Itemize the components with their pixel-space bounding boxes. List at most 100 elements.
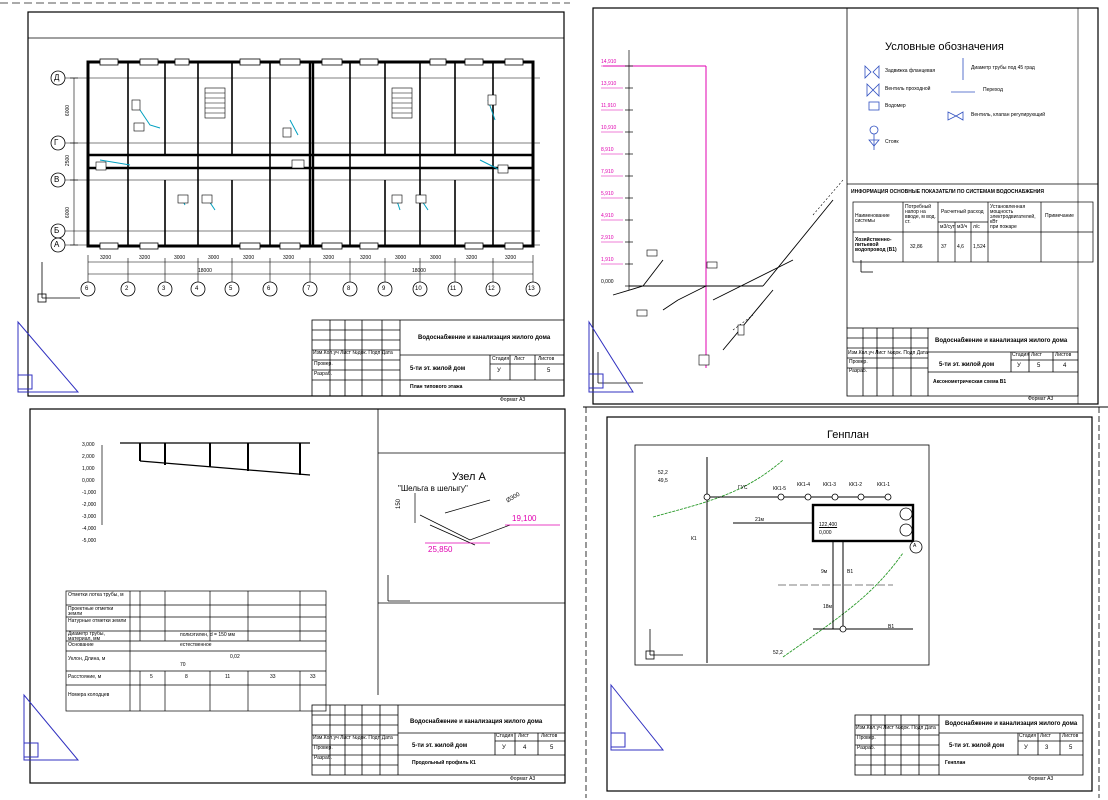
profile-distance: 33 <box>310 674 316 680</box>
plan-label: А <box>913 543 917 549</box>
dim-left: 6000 <box>65 104 72 117</box>
dim-bottom: 3200 <box>243 255 255 261</box>
info-header: Наименование системы <box>855 213 890 224</box>
sheet-floor-plan: Д Г В Б А 6 2 3 4 5 6 7 8 9 10 11 12 13 … <box>0 0 570 405</box>
level-mark: 10,910 <box>601 125 617 131</box>
floor-plan-drawing <box>0 2 570 397</box>
plan-label: В1 <box>888 624 895 630</box>
tb-project: Водоснабжение и канализация жилого дома <box>410 719 543 725</box>
tb-stage-h: Стадия <box>492 356 510 362</box>
tb-col: Подп <box>368 735 381 741</box>
tb-col: Лист <box>340 350 351 356</box>
level-mark: 2,910 <box>601 235 614 241</box>
profile-length: 70 <box>180 662 186 668</box>
tb-checked: Провер. <box>857 735 876 741</box>
dim-bottom: 3200 <box>505 255 517 261</box>
tb-col: Лист <box>340 735 351 741</box>
profile-pipe: полиэтилен, d = 150 мм <box>180 632 235 638</box>
legend-item: Водомер <box>885 103 906 109</box>
sheet-format: Формат А3 <box>1028 776 1054 782</box>
tb-sheets-h: Листов <box>538 356 555 362</box>
tb-stage: У <box>502 745 506 751</box>
axonometric-drawing <box>588 7 1099 405</box>
profile-row-header: Диаметр трубы, материал, мм <box>68 631 105 642</box>
profile-level: -4,000 <box>82 526 97 532</box>
tb-sheets-h: Листов <box>1062 733 1079 739</box>
tb-sheets-total: 5 <box>1069 745 1073 751</box>
profile-row-header: Отметки лотка трубы, м <box>68 592 124 598</box>
tb-col-headers: Изм.Кол.уч Лист №док. Подп Дата <box>313 351 393 356</box>
legend-item: Переход <box>983 87 1003 93</box>
info-cell: 1,524 <box>973 244 986 250</box>
dim-total-left: 18000 <box>198 268 212 274</box>
plan-label: ГУС <box>738 485 748 491</box>
tb-col: Изм.Кол.уч <box>313 350 339 356</box>
dim-bottom: 3000 <box>208 255 220 261</box>
profile-base: естественное <box>180 642 212 648</box>
profile-level: 1,000 <box>82 466 95 472</box>
tb-sheets-total: 4 <box>1063 363 1067 369</box>
axis-number: 6 <box>267 286 271 292</box>
plan-label: КК1-3 <box>823 482 837 488</box>
axis-number: 2 <box>125 286 129 292</box>
profile-distance: 8 <box>185 674 188 680</box>
tb-col: Подп <box>911 725 924 731</box>
tb-col: Дата <box>381 350 393 356</box>
axis-number: 8 <box>347 286 351 292</box>
tb-developed: Разраб. <box>314 755 333 761</box>
profile-row-header: Расстояние, м <box>68 674 102 680</box>
tb-building: 5-ти эт. жилой дом <box>412 743 468 749</box>
level-mark: 11,910 <box>601 103 616 109</box>
sheet-format: Формат А3 <box>500 397 526 403</box>
axis-number: 12 <box>488 286 495 292</box>
axis-number: 4 <box>195 286 199 292</box>
profile-level: -2,000 <box>82 502 97 508</box>
profile-row-header: Натурные отметки земли <box>68 618 127 624</box>
tb-building: 5-ти эт. жилой дом <box>949 743 1005 749</box>
info-cell: 4,6 <box>957 244 964 250</box>
tb-col: Лист <box>883 725 894 731</box>
tb-sheet-name: Генплан <box>945 760 966 766</box>
legend-title: Условные обозначения <box>885 41 1004 53</box>
dim-left: 6000 <box>65 206 72 219</box>
level-mark: 5,910 <box>601 191 614 197</box>
plan-label: В1 <box>847 569 854 575</box>
legend-item: Вентиль проходной <box>885 86 931 92</box>
tb-col-headers: Изм.Кол.уч Лист №док. Подп Дата <box>856 726 936 731</box>
dim-bottom: 3000 <box>174 255 186 261</box>
legend-item: Задвижка фланцевая <box>885 68 936 74</box>
tb-col: Дата <box>381 735 393 741</box>
tb-developed: Разраб. <box>314 371 333 377</box>
tb-sheets-h: Листов <box>541 733 558 739</box>
sheet-profile: Узел А "Шельга в шелыгу" Ø300 150 19,100… <box>0 405 580 800</box>
building-mark-2: 0,000 <box>819 530 832 536</box>
general-plan-drawing <box>583 406 1108 798</box>
plan-label: 52,2 <box>658 470 668 476</box>
profile-level: -1,000 <box>82 490 97 496</box>
tb-building: 5-ти эт. жилой дом <box>410 366 466 372</box>
info-sub: м3/сут <box>940 224 955 230</box>
tb-col-headers: Изм.Кол.уч Лист №док. Подп Дата <box>848 351 928 356</box>
node-level-2: 25,850 <box>428 545 453 554</box>
level-mark: 7,910 <box>601 169 614 175</box>
tb-stage: У <box>1024 745 1028 751</box>
profile-distance: 5 <box>150 674 153 680</box>
info-header: Установленная мощность электродвигателей… <box>990 204 1036 225</box>
tb-sheet-no: 4 <box>523 745 527 751</box>
tb-checked: Провер. <box>849 359 868 365</box>
level-mark: 8,910 <box>601 147 614 153</box>
axis-number: 3 <box>162 286 166 292</box>
plan-label: К1 <box>691 536 697 542</box>
legend-item: Диаметр трубы под 45 град <box>971 65 1035 71</box>
tb-col: Дата <box>924 725 936 731</box>
axis-letter-b: Б <box>54 226 60 235</box>
legend-item: Вентиль, клапан регулирующий <box>971 112 1046 118</box>
tb-col: №док. <box>895 725 911 731</box>
tb-col: Изм.Кол.уч <box>313 735 339 741</box>
axis-number: 10 <box>415 286 422 292</box>
tb-col: Изм.Кол.уч <box>848 350 874 356</box>
dim-bottom: 3200 <box>283 255 295 261</box>
dim-bottom: 3200 <box>139 255 151 261</box>
dim-bottom: 3200 <box>360 255 372 261</box>
level-mark: 14,910 <box>601 59 617 65</box>
